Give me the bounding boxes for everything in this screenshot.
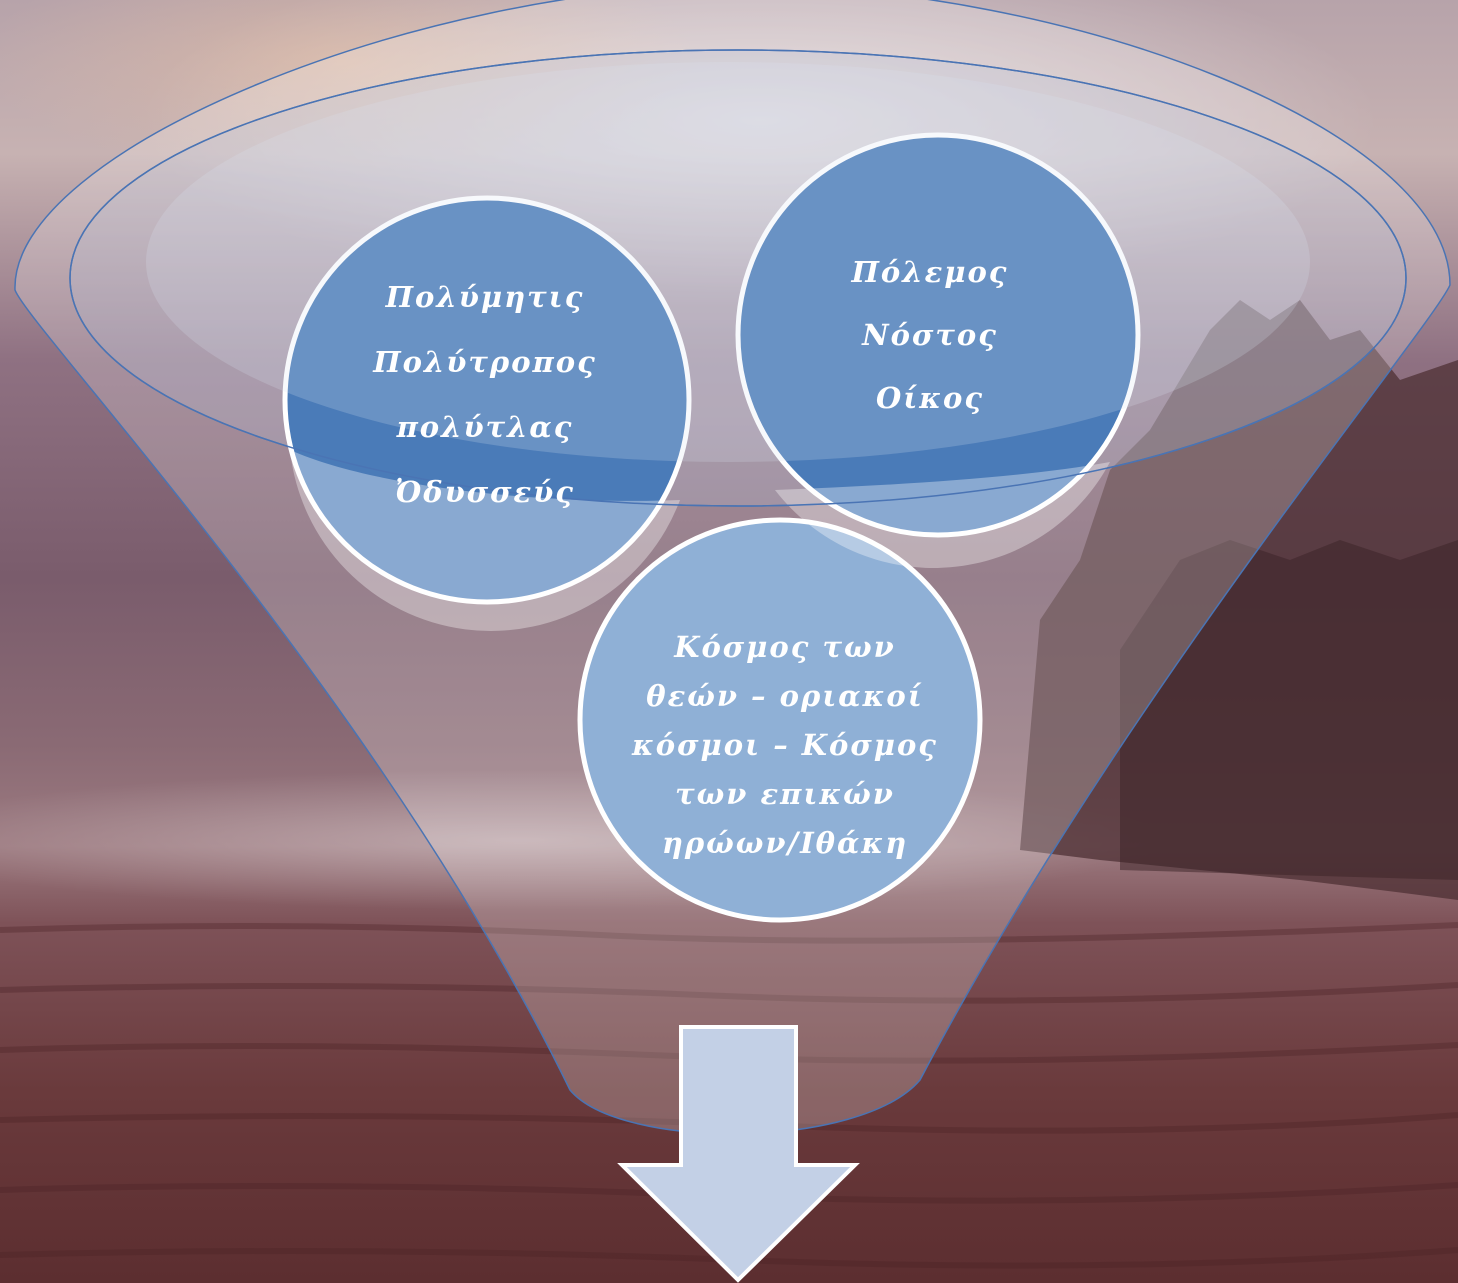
circle-odysseus-lower-tint — [290, 450, 680, 631]
circle-themes-lower-tint — [775, 462, 1110, 568]
circle-worlds — [577, 517, 983, 923]
funnel-rim-highlight — [146, 62, 1310, 462]
down-arrow — [617, 1025, 860, 1283]
funnel-inner-rim-outline — [69, 49, 1407, 507]
circle-odysseus-epithets — [282, 195, 692, 605]
background-sun-glow — [0, 0, 700, 180]
circle-themes — [735, 132, 1141, 538]
